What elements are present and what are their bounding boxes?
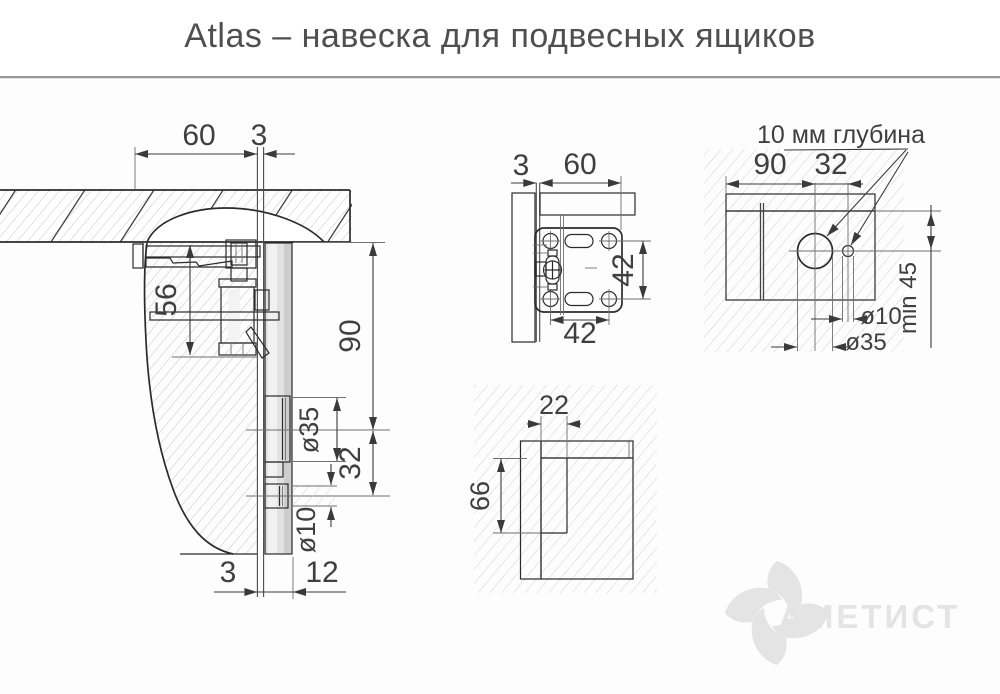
technical-drawing: 60 3 56 90 32 ø35 ø10 — [0, 80, 1000, 694]
dim-plate-42h-label: 42 — [563, 317, 596, 350]
cavity-curve — [143, 242, 234, 555]
screw-holes — [540, 231, 619, 309]
dim-32-label: 32 — [334, 446, 367, 479]
dim-wall-90-label: 90 — [753, 148, 786, 181]
oval-slot-top — [564, 233, 594, 249]
hanger-mechanism — [132, 239, 280, 359]
wall-plug-hatch — [293, 486, 335, 506]
watermark-logo: АМЕТИСТ — [725, 561, 960, 665]
back-panel-front — [725, 210, 876, 301]
dim-90-label: 90 — [334, 319, 367, 352]
cabinet-top-panel — [0, 190, 352, 242]
dim-60-label: 60 — [182, 119, 215, 152]
plate-dimensions: 3 60 42 42 — [511, 148, 651, 350]
dim-wall-32-label: 32 — [814, 148, 847, 181]
dim-d35-label: ø35 — [294, 407, 324, 454]
plate-front-view: 3 60 42 42 — [511, 148, 651, 350]
dim-3-top-label: 3 — [251, 119, 268, 152]
dim-min45-label: min 45 — [895, 262, 922, 334]
hook-lever — [245, 326, 270, 359]
dim-wall-d10-label: ø10 — [860, 303, 901, 330]
dim-12-label: 12 — [305, 556, 338, 589]
wall-panel — [511, 192, 536, 343]
corner-clearance-view: 22 66 — [465, 385, 657, 593]
rail-catches — [246, 395, 390, 509]
outer-tab — [132, 243, 144, 269]
oval-slot-bottom — [564, 291, 594, 307]
header: Atlas – навеска для подвесных ящиков — [0, 0, 1000, 78]
hook-neck — [230, 267, 248, 282]
cavity-dome-outline — [146, 207, 325, 243]
adjuster-cam — [535, 249, 563, 291]
ametist-logo-icon — [725, 561, 829, 665]
bracket-bar — [145, 245, 261, 258]
wall-dimensions: 90 32 min 45 ø10 ø35 10 мм глубина — [725, 121, 941, 356]
ametist-logo-text: АМЕТИСТ — [779, 598, 960, 635]
top-rail-bar — [539, 192, 636, 216]
page-title: Atlas – навеска для подвесных ящиков — [184, 17, 816, 55]
dim-66-label: 66 — [465, 481, 495, 511]
dim-56-label: 56 — [150, 283, 183, 316]
dim-d10-label: ø10 — [291, 507, 321, 554]
side-tab — [254, 289, 270, 311]
clearance-area — [540, 457, 634, 580]
adjust-rod — [149, 311, 280, 321]
dim-plate-3-label: 3 — [513, 149, 530, 182]
dim-plate-42v-label: 42 — [607, 253, 640, 286]
dim-wall-d35-label: ø35 — [845, 329, 886, 356]
adjust-arm — [145, 257, 233, 268]
cabinet-top-panel-outline — [0, 189, 351, 243]
mounting-plate — [534, 227, 623, 313]
side-dimensions: 60 3 56 90 32 ø35 ø10 — [134, 119, 385, 599]
disc-catch-step — [264, 461, 284, 478]
dim-3-bottom-label: 3 — [220, 556, 237, 589]
hook-head-inner — [230, 242, 248, 266]
leader-to-d35 — [826, 149, 907, 237]
depth-note-label: 10 мм глубина — [757, 121, 925, 149]
dim-plate-60-label: 60 — [563, 148, 596, 181]
corner-dimensions: 22 66 — [465, 390, 581, 534]
leader-to-d10 — [850, 151, 909, 246]
side-section-view: 60 3 56 90 32 ø35 ø10 — [0, 119, 390, 599]
dim-22-label: 22 — [539, 390, 569, 420]
wall-drilling-view: 90 32 min 45 ø10 ø35 10 мм глубина — [704, 121, 941, 356]
cavity-dome — [147, 208, 324, 242]
